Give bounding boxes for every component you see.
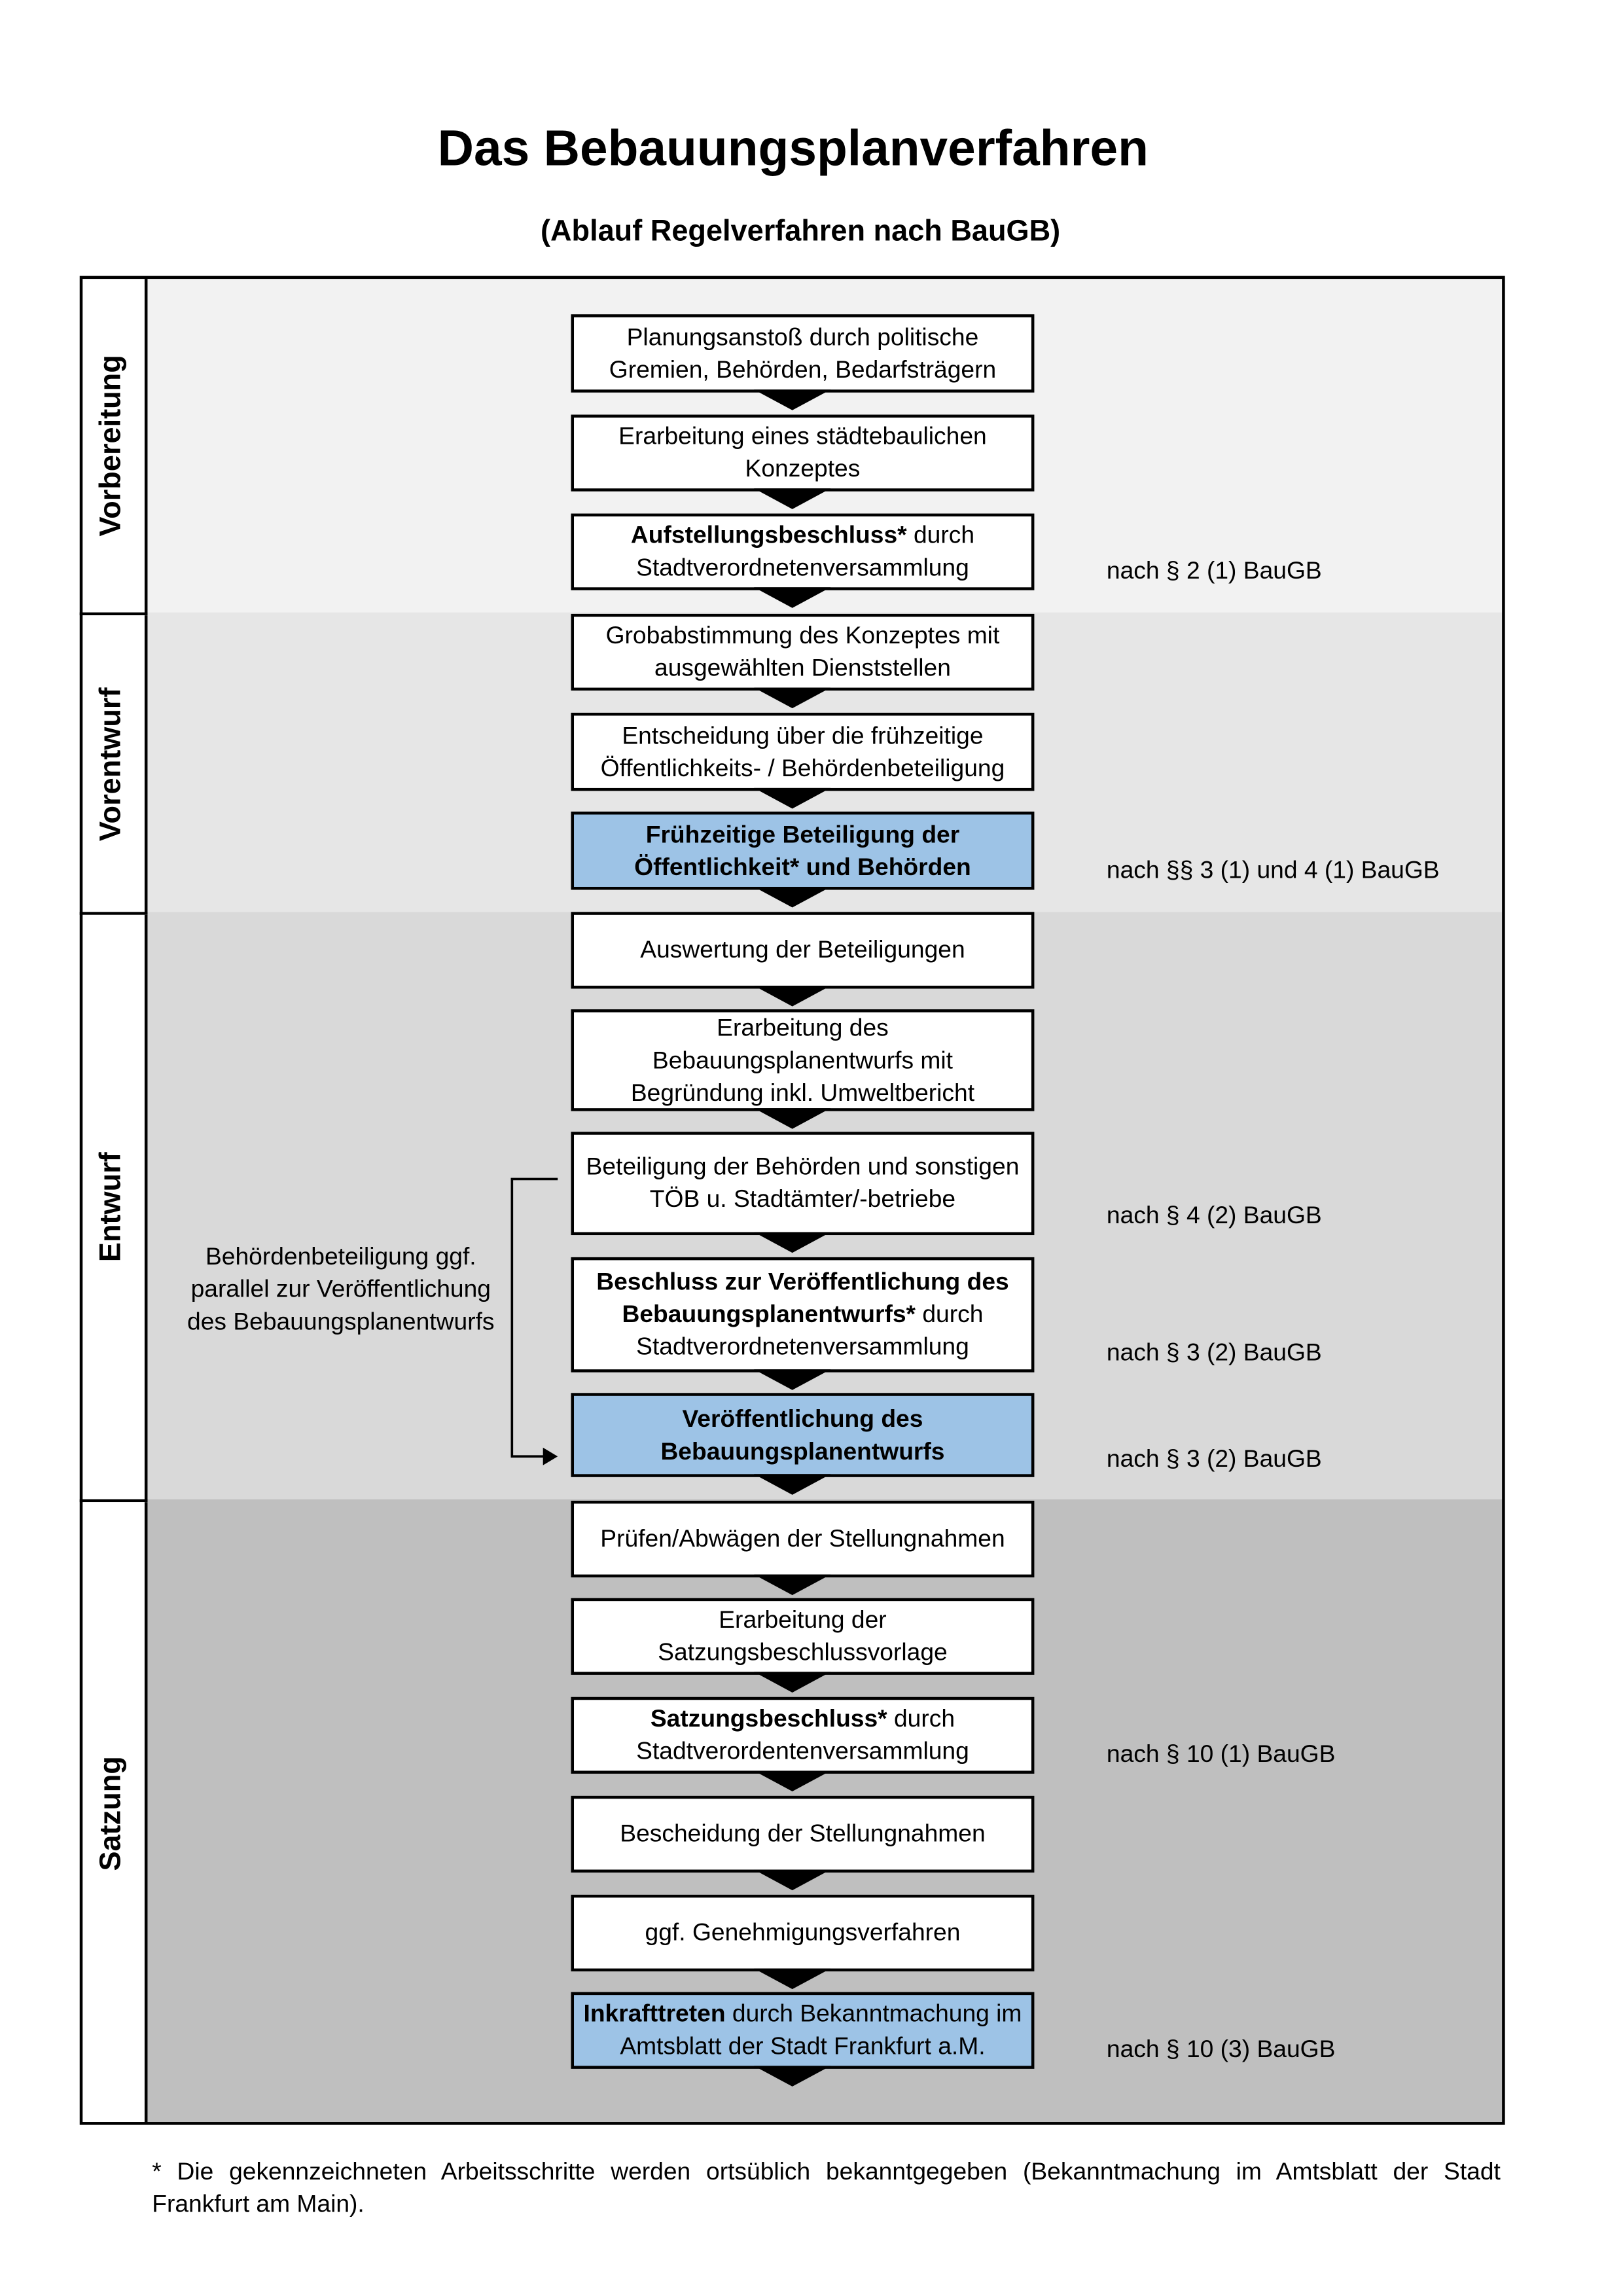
step-text: Entscheidung über die frühzeitige Öffent… [600, 722, 1005, 781]
flow-arrow-icon [754, 1108, 831, 1129]
step-bold-text: Satzungsbeschluss* [650, 1706, 887, 1732]
process-step: Frühzeitige Beteiligung der Öffentlichke… [571, 812, 1035, 890]
flow-arrow-icon [754, 1672, 831, 1693]
flow-arrow-icon [754, 587, 831, 608]
flow-arrow-icon [754, 1770, 831, 1792]
process-step-text: Beschluss zur Veröffentlichung des Bebau… [574, 1266, 1031, 1363]
process-step-text: Entscheidung über die frühzeitige Öffent… [574, 719, 1031, 784]
process-step: Prüfen/Abwägen der Stellungnahmen [571, 1500, 1035, 1578]
process-step-text: Prüfen/Abwägen der Stellungnahmen [592, 1523, 1014, 1556]
process-step-text: Erarbeitung des Bebauungsplanentwurfs mi… [574, 1011, 1031, 1109]
process-step-text: Planungsanstoß durch politische Gremien,… [574, 321, 1031, 386]
process-step: Inkrafttreten durch Bekanntmachung im Am… [571, 1992, 1035, 2069]
process-step: Beschluss zur Veröffentlichung des Bebau… [571, 1257, 1035, 1372]
footnote: * Die gekennzeichneten Arbeitsschritte w… [152, 2159, 1501, 2218]
step-text: Prüfen/Abwägen der Stellungnahmen [600, 1526, 1005, 1552]
legal-note: nach § 3 (2) BauGB [1106, 1446, 1322, 1473]
flow-arrow-icon [754, 1968, 831, 1990]
step-text: Bescheidung der Stellungnahmen [620, 1821, 986, 1848]
legal-note: nach §§ 3 (1) und 4 (1) BauGB [1106, 857, 1440, 884]
process-step-text: Aufstellungsbeschluss* durch Stadtverord… [574, 520, 1031, 584]
legal-note: nach § 10 (1) BauGB [1106, 1741, 1336, 1768]
flow-arrow-icon [754, 886, 831, 908]
step-bold-text: Inkrafttreten [583, 2001, 726, 2028]
parallel-bracket-arrow [510, 1177, 558, 1465]
step-text: Erarbeitung eines städtebaulichen Konzep… [618, 423, 987, 483]
step-bold-text: Aufstellungsbeschluss* [630, 522, 907, 549]
flow-arrow-icon [754, 1474, 831, 1495]
process-step: Aufstellungsbeschluss* durch Stadtverord… [571, 513, 1035, 590]
process-step: Entscheidung über die frühzeitige Öffent… [571, 712, 1035, 791]
flow-arrow-icon [754, 488, 831, 509]
flow-arrow-icon [754, 2066, 831, 2087]
process-step-text: Frühzeitige Beteiligung der Öffentlichke… [574, 818, 1031, 883]
process-step: Erarbeitung eines städtebaulichen Konzep… [571, 414, 1035, 492]
process-step-text: Satzungsbeschluss* durch Stadtverordente… [574, 1703, 1031, 1768]
flow-arrow-icon [754, 389, 831, 410]
process-step: Auswertung der Beteiligungen [571, 912, 1035, 989]
process-step: Planungsanstoß durch politische Gremien,… [571, 314, 1035, 393]
legal-note: nach § 4 (2) BauGB [1106, 1202, 1322, 1230]
step-text: durch Bekanntmachung im Amtsblatt der St… [620, 2001, 1022, 2060]
process-step-text: Grobabstimmung des Konzeptes mit ausgewä… [574, 620, 1031, 685]
process-step: Satzungsbeschluss* durch Stadtverordente… [571, 1696, 1035, 1774]
page-title: Das Bebauungsplanverfahren [437, 120, 1149, 177]
process-step: Veröffentlichung des Bebauungsplanentwur… [571, 1393, 1035, 1477]
process-step-text: Inkrafttreten durch Bekanntmachung im Am… [574, 1998, 1031, 2063]
process-step: Grobabstimmung des Konzeptes mit ausgewä… [571, 613, 1035, 691]
parallel-note: Behördenbeteiligung ggf. parallel zur Ve… [187, 1244, 495, 1336]
step-bold-text: Beschluss zur Veröffentlichung des Bebau… [596, 1268, 1009, 1329]
phase-label-vorentwurf: Vorentwurf [79, 615, 148, 915]
phase-label-vorbereitung: Vorbereitung [79, 279, 148, 616]
step-text: ggf. Genehmigungsverfahren [645, 1920, 961, 1946]
flow-arrow-icon [754, 1369, 831, 1390]
process-step-text: Veröffentlichung des Bebauungsplanentwur… [574, 1403, 1031, 1467]
process-step: Erarbeitung des Bebauungsplanentwurfs mi… [571, 1009, 1035, 1111]
step-text: Grobabstimmung des Konzeptes mit ausgewä… [605, 622, 1000, 682]
legal-note: nach § 2 (1) BauGB [1106, 558, 1322, 584]
phase-label-entwurf: Entwurf [79, 914, 148, 1503]
phase-label-satzung: Satzung [79, 1502, 148, 2124]
step-text: durch Stadtverordnetenversammlung [636, 522, 975, 582]
process-step-text: Auswertung der Beteiligungen [632, 934, 974, 967]
step-bold-text: Veröffentlichung des Bebauungsplanentwur… [660, 1405, 945, 1465]
step-text: Erarbeitung der Satzungsbeschlussvorlage [658, 1607, 948, 1666]
process-step-text: Erarbeitung eines städtebaulichen Konzep… [574, 421, 1031, 486]
step-text: Erarbeitung des Bebauungsplanentwurfs mi… [630, 1014, 975, 1106]
step-bold-text: Frühzeitige Beteiligung der Öffentlichke… [634, 821, 971, 880]
process-step-text: Bescheidung der Stellungnahmen [611, 1818, 994, 1851]
flow-arrow-icon [754, 1869, 831, 1891]
flow-arrow-icon [754, 986, 831, 1007]
step-text: Planungsanstoß durch politische Gremien,… [609, 323, 997, 384]
flow-arrow-icon [754, 787, 831, 809]
process-step: Erarbeitung der Satzungsbeschlussvorlage [571, 1598, 1035, 1675]
process-step-text: ggf. Genehmigungsverfahren [636, 1917, 969, 1950]
process-step: Bescheidung der Stellungnahmen [571, 1795, 1035, 1873]
process-step: Beteiligung der Behörden und sonstigen T… [571, 1132, 1035, 1236]
process-step-text: Beteiligung der Behörden und sonstigen T… [574, 1151, 1031, 1216]
diagram-frame [79, 276, 1505, 2125]
process-step-text: Erarbeitung der Satzungsbeschlussvorlage [574, 1604, 1031, 1669]
legal-note: nach § 10 (3) BauGB [1106, 2036, 1336, 2063]
step-text: Auswertung der Beteiligungen [640, 937, 965, 964]
flow-arrow-icon [754, 1232, 831, 1253]
flow-arrow-icon [754, 687, 831, 709]
step-text: durch Stadtverordnetenversammlung [636, 1301, 984, 1361]
step-text: durch Stadtverordentenversammlung [636, 1706, 969, 1765]
process-step: ggf. Genehmigungsverfahren [571, 1894, 1035, 1972]
legal-note: nach § 3 (2) BauGB [1106, 1340, 1322, 1367]
flow-arrow-icon [754, 1574, 831, 1596]
step-text: Beteiligung der Behörden und sonstigen T… [586, 1154, 1020, 1213]
page-subtitle: (Ablauf Regelverfahren nach BauGB) [540, 215, 1061, 248]
